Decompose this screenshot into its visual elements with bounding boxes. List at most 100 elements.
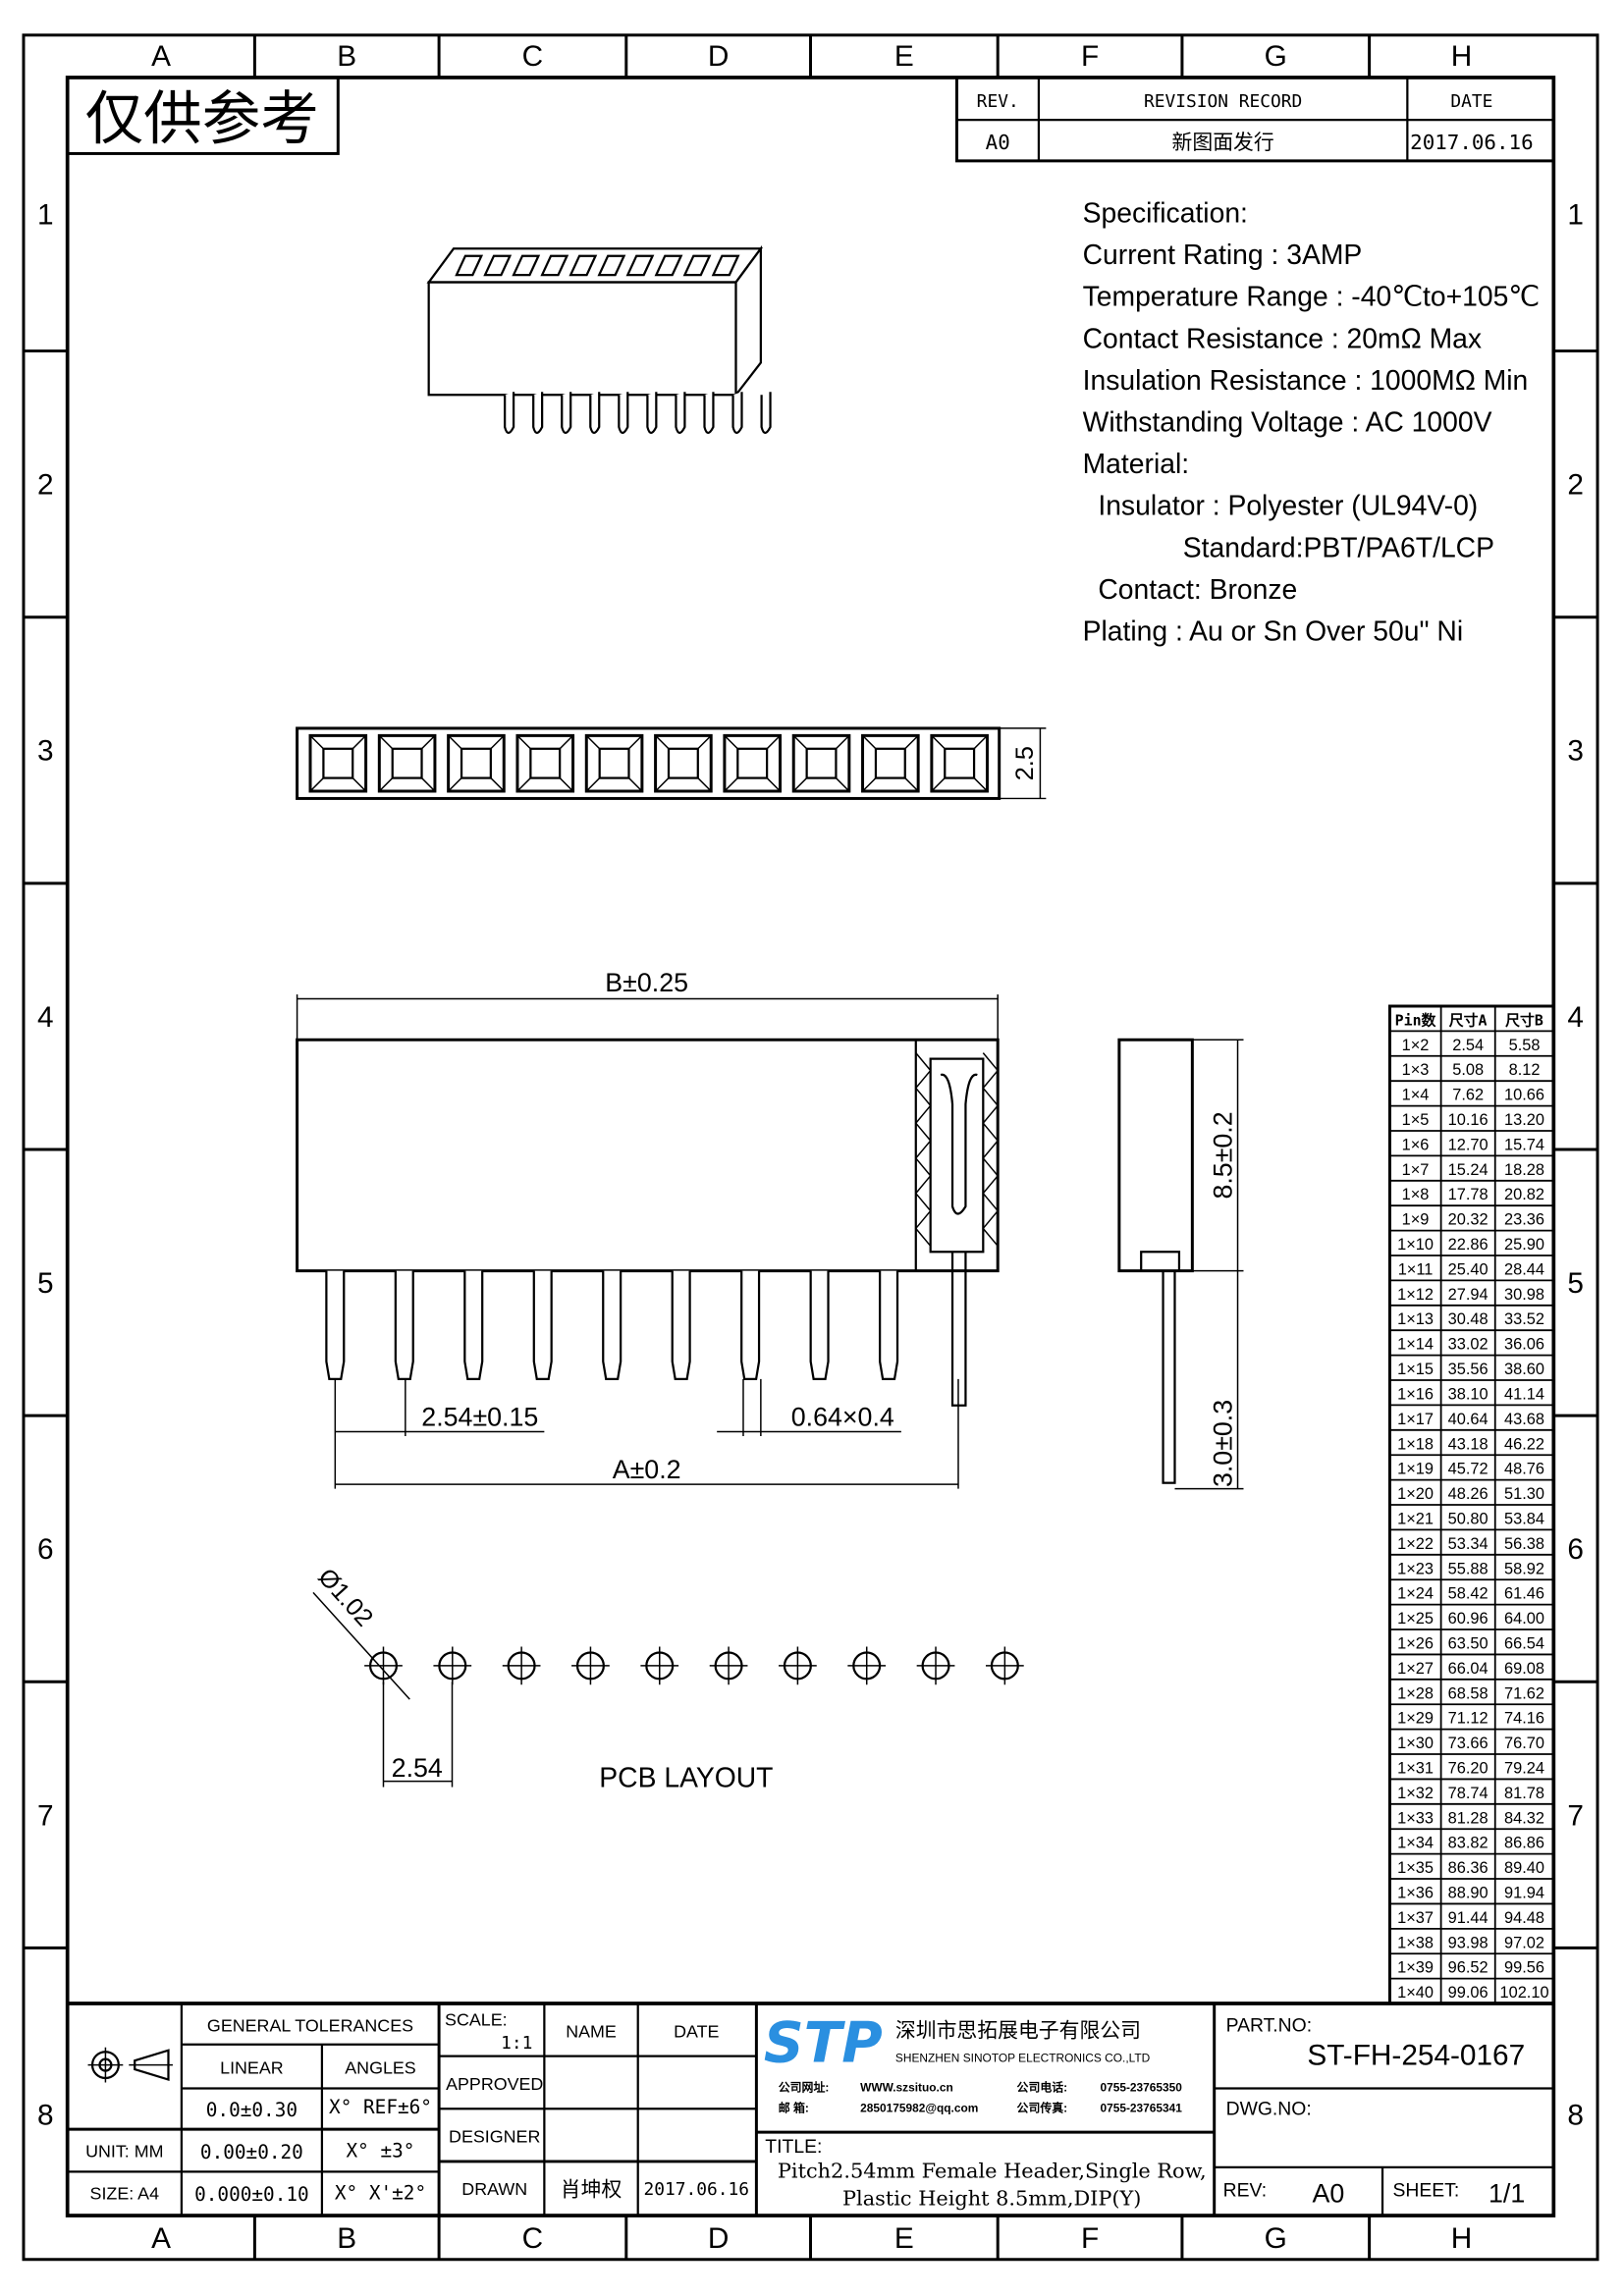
table-cell: 1×25: [1397, 1610, 1434, 1628]
height-dimension: 8.5±0.2: [1209, 1111, 1238, 1199]
table-cell: 88.90: [1448, 1884, 1489, 1901]
table-header: 尺寸A: [1449, 1011, 1488, 1029]
spec-line: Temperature Range : -40℃to+105℃: [1083, 281, 1540, 312]
table-cell: 30.98: [1504, 1286, 1544, 1304]
spec-line: Insulator : Polyester (UL94V-0): [1083, 490, 1479, 521]
column-label-top: H: [1451, 40, 1473, 73]
socket-cell: [723, 733, 783, 793]
row-label-left: 3: [37, 735, 54, 768]
socket-chamfer: [448, 734, 505, 792]
socket-chamfer: [585, 734, 643, 792]
column-label-top: B: [337, 40, 356, 73]
table-cell: 15.74: [1504, 1136, 1544, 1153]
table-cell: 1×6: [1402, 1136, 1430, 1153]
table-cell: 38.60: [1504, 1361, 1544, 1378]
table-cell: 7.62: [1452, 1087, 1484, 1104]
row-label-right: 1: [1567, 199, 1584, 232]
pin-size-dimension: 0.64×0.4: [791, 1403, 894, 1432]
company-name-cn: 深圳市思拓展电子有限公司: [895, 2018, 1141, 2042]
front-view: B±0.25 2.54±0.15 0.64×0.4 A±0.2: [296, 968, 1000, 1489]
iso-socket-slot: [597, 254, 626, 277]
spec-line: Standard:PBT/PA6T/LCP: [1083, 531, 1494, 562]
iso-pin: [703, 392, 715, 435]
table-header: Pin数: [1395, 1011, 1436, 1029]
table-cell: 73.66: [1448, 1735, 1489, 1752]
table-cell: 86.86: [1504, 1835, 1544, 1852]
name-header: NAME: [566, 2021, 617, 2041]
hole-centerline: [640, 1646, 679, 1685]
table-cell: 1×29: [1397, 1710, 1434, 1728]
part-number: ST-FH-254-0167: [1307, 2040, 1525, 2072]
size-label: SIZE: A4: [90, 2184, 160, 2204]
column-label-bottom: A: [151, 2222, 171, 2255]
table-cell: 61.46: [1504, 1585, 1544, 1603]
spec-line: Plating : Au or Sn Over 50u" Ni: [1083, 615, 1464, 647]
table-cell: 76.70: [1504, 1735, 1544, 1752]
table-cell: 13.20: [1504, 1111, 1544, 1129]
spec-line: Insulation Resistance : 1000MΩ Min: [1083, 364, 1529, 396]
table-cell: 1×30: [1397, 1735, 1434, 1752]
table-cell: 1×34: [1397, 1835, 1434, 1852]
sheet-value: 1/1: [1489, 2179, 1525, 2209]
table-cell: 23.36: [1504, 1211, 1544, 1229]
socket-opening: [667, 747, 699, 779]
socket-cell: [654, 733, 713, 793]
table-cell: 91.44: [1448, 1909, 1489, 1927]
hole-diameter-dimension: Ø1.02: [312, 1563, 378, 1631]
pin: [740, 1270, 761, 1381]
iso-pin: [561, 392, 572, 435]
hole-centerline: [779, 1646, 817, 1685]
inner-border: [65, 76, 1556, 2217]
table-cell: 50.80: [1448, 1510, 1489, 1527]
socket-chamfer: [655, 734, 712, 792]
socket-cell: [308, 733, 368, 793]
table-cell: 1×14: [1397, 1336, 1434, 1354]
row-label-right: 3: [1567, 735, 1584, 768]
table-cell: 25.90: [1504, 1236, 1544, 1254]
table-cell: 1×26: [1397, 1634, 1434, 1652]
table-cell: 60.96: [1448, 1610, 1489, 1628]
title-block: [67, 2002, 1554, 2216]
table-cell: 15.24: [1448, 1161, 1489, 1179]
watermark-box: [66, 76, 340, 155]
socket-cell: [377, 733, 437, 793]
website: WWW.szsituo.cn: [860, 2080, 953, 2094]
angle-tolerance-1: X° REF±6°: [329, 2096, 432, 2118]
socket-cell: [447, 733, 506, 793]
table-cell: 1×24: [1397, 1585, 1434, 1603]
table-cell: 1×32: [1397, 1785, 1434, 1802]
website-label: 公司网址:: [779, 2080, 830, 2094]
hole-centerline: [985, 1646, 1024, 1685]
specification-block: Specification:Current Rating : 3AMPTempe…: [1083, 196, 1540, 646]
side-view: 8.5±0.2 3.0±0.3: [1117, 1038, 1244, 1490]
hole-centerline: [433, 1646, 472, 1685]
general-tolerances-label: GENERAL TOLERANCES: [207, 2015, 413, 2035]
socket-chamfer: [862, 734, 919, 792]
table-cell: 1×10: [1397, 1236, 1434, 1254]
table-cell: 1×18: [1397, 1435, 1434, 1453]
iso-socket-slot: [568, 254, 598, 277]
table-cell: 5.58: [1509, 1037, 1541, 1054]
rev-value: A0: [1313, 2179, 1345, 2209]
table-cell: 1×37: [1397, 1909, 1434, 1927]
socket-chamfer: [309, 734, 367, 792]
angle-tolerance-2: X° ±3°: [347, 2139, 415, 2162]
linear-label: LINEAR: [220, 2058, 284, 2078]
table-header: 尺寸B: [1505, 1011, 1543, 1029]
company-logo: STP: [764, 2011, 883, 2076]
date-header: DATE: [1450, 91, 1492, 112]
column-label-top: F: [1081, 40, 1099, 73]
table-cell: 79.24: [1504, 1759, 1544, 1777]
table-cell: 20.32: [1448, 1211, 1489, 1229]
